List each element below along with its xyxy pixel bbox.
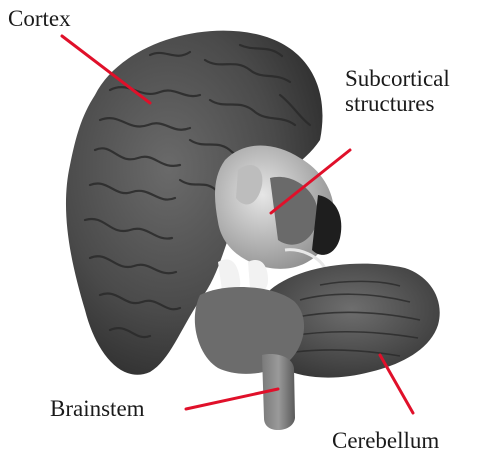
cerebellum-label: Cerebellum	[332, 428, 439, 453]
cortex-label: Cortex	[8, 6, 71, 31]
subcortical-label-line1: Subcortical	[345, 66, 450, 91]
subcortical-label-line2: structures	[345, 91, 450, 116]
subcortical-label: Subcortical structures	[345, 66, 450, 116]
cerebellum-pointer	[380, 355, 413, 413]
brainstem-label: Brainstem	[50, 396, 145, 421]
